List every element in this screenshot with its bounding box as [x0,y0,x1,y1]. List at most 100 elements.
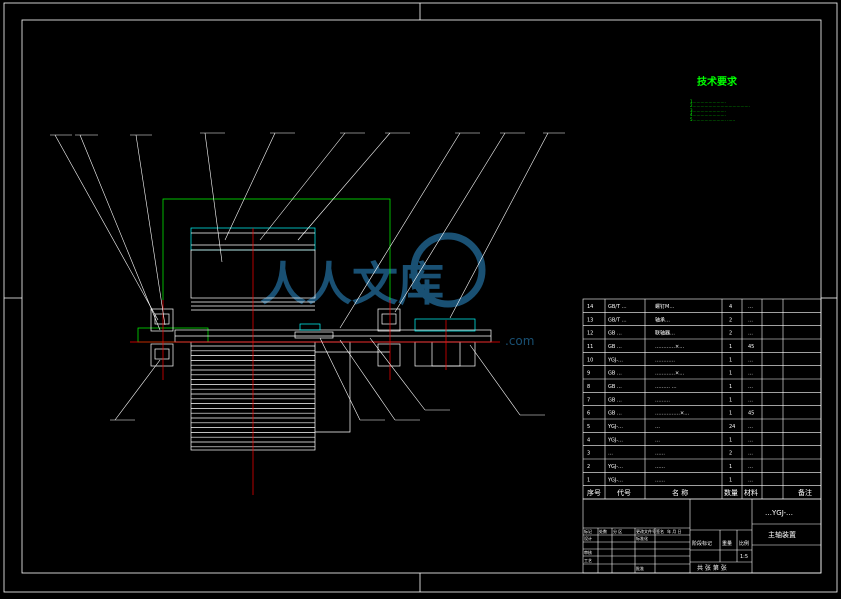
header-name: 名 称 [672,488,688,497]
tech-req-line-2: 2.…………………………………… [690,103,750,108]
table-cell-mat: … [748,464,753,470]
table-cell-mat: … [748,384,753,390]
title-process: 工艺 [584,558,592,563]
tech-requirements-title: 技术要求 [697,75,738,88]
table-cell-name: 联轴器… [655,330,675,337]
table-cell-code: GB … [608,411,622,417]
table-cell-qty: 1 [729,371,732,377]
table-cell-name: ……… … [655,384,677,390]
tech-req-line-3: 3.…………………… [690,108,726,113]
watermark-text: 人人文库 [260,257,444,311]
row-lines [583,312,821,486]
table-cell-qty: 1 [729,464,732,470]
table-cell-mat: 45 [748,344,754,350]
table-cell-mat: 45 [748,411,754,417]
table-cell-mat: … [748,331,753,337]
title-sign: 签名 [656,528,664,534]
table-cell-name: ……… [655,397,670,403]
table-cell-code: GB … [608,397,622,403]
table-cell-no: 14 [587,304,593,310]
table-cell-qty: 1 [729,477,732,483]
table-cell-code: YGJ-… [607,357,623,363]
title-weight-label: 重量 [722,540,732,547]
watermark-sub: .com [505,334,534,348]
table-cell-no: 2 [587,464,590,470]
table-cell-no: 9 [587,371,590,377]
table-cell-mat: … [748,371,753,377]
tech-req-line-1: 1.…………………… [690,99,726,104]
table-cell-name: ………… [655,357,675,363]
title-design-date: 标准化 [636,535,648,541]
title-approve: 批准 [636,565,644,571]
table-cell-code: GB … [608,331,622,337]
table-cell-mat: … [748,424,753,430]
table-cell-name: … [655,424,660,430]
table-cell-mat: … [748,477,753,483]
table-cell-code: GB … [608,384,622,390]
header-no: 序号 [587,488,601,497]
parts-table [582,298,822,500]
title-date: 年 月 日 [667,528,682,534]
leader-lines [50,132,565,421]
title-designer: 设计 [584,535,592,541]
title-scale-label: 比例 [739,540,749,547]
table-cell-no: 4 [587,437,590,443]
title-block-text: …YGJ-… 主轴装置 阶段标记 重量 比例 1:5 共 张 第 张 标记 处数… [584,509,796,572]
table-cell-name: 轴承… [655,316,670,323]
title-scale: 1:5 [740,554,748,560]
table-cell-qty: 2 [729,317,732,323]
table-cell-qty: 1 [729,411,732,417]
table-cell-name: …… [655,464,665,470]
table-cell-code: YGJ-… [607,477,623,483]
sheet-border [3,2,838,593]
table-cell-qty: 2 [729,451,732,457]
table-cell-no: 5 [587,424,590,430]
table-cell-no: 11 [587,344,593,350]
header-mat: 材料 [744,488,758,497]
table-cell-mat: … [748,437,753,443]
table-cell-qty: 24 [729,424,735,430]
table-cell-name: …………×… [655,371,684,377]
table-cell-name: ……………×… [655,411,689,417]
title-count: 处数 [599,528,607,534]
table-cell-code: GB … [608,344,622,350]
table-cell-no: 8 [587,384,590,390]
table-cell-no: 1 [587,477,590,483]
table-cell-qty: 1 [729,357,732,363]
header-code: 代号 [617,488,631,497]
table-cell-code: GB/T … [608,304,627,310]
table-cell-code: GB … [608,371,622,377]
table-cell-mat: … [748,451,753,457]
table-cell-mat: … [748,304,753,310]
table-cell-mat: … [748,317,753,323]
table-cell-qty: 4 [729,304,732,310]
table-cell-code: YGJ-… [607,437,623,443]
title-drawing-name: …YGJ-… [765,509,793,517]
parts-header: 序号 代号 名 称 数量 材料 备注 [587,488,812,497]
table-cell-qty: 1 [729,384,732,390]
table-cell-name: …… [655,477,665,483]
table-cell-no: 6 [587,411,590,417]
title-block [582,498,822,574]
title-review: 审核 [584,549,592,555]
title-subtitle: 主轴装置 [768,530,796,539]
table-cell-mat: … [748,357,753,363]
table-cell-qty: 1 [729,344,732,350]
header-note: 备注 [798,488,812,497]
main-assembly [130,198,500,495]
table-cell-code: … [608,451,613,457]
table-cell-no: 10 [587,357,593,363]
title-sheets: 共 张 第 张 [697,564,727,572]
table-cell-no: 7 [587,397,590,403]
table-cell-code: YGJ-… [607,424,623,430]
table-cell-no: 12 [587,331,593,337]
table-cell-qty: 1 [729,397,732,403]
table-cell-name: 螺钉M… [655,303,674,310]
table-cell-mat: … [748,397,753,403]
table-cell-code: GB/T … [608,317,627,323]
title-zone: 分 区 [613,528,622,534]
table-cell-name: … [655,437,660,443]
